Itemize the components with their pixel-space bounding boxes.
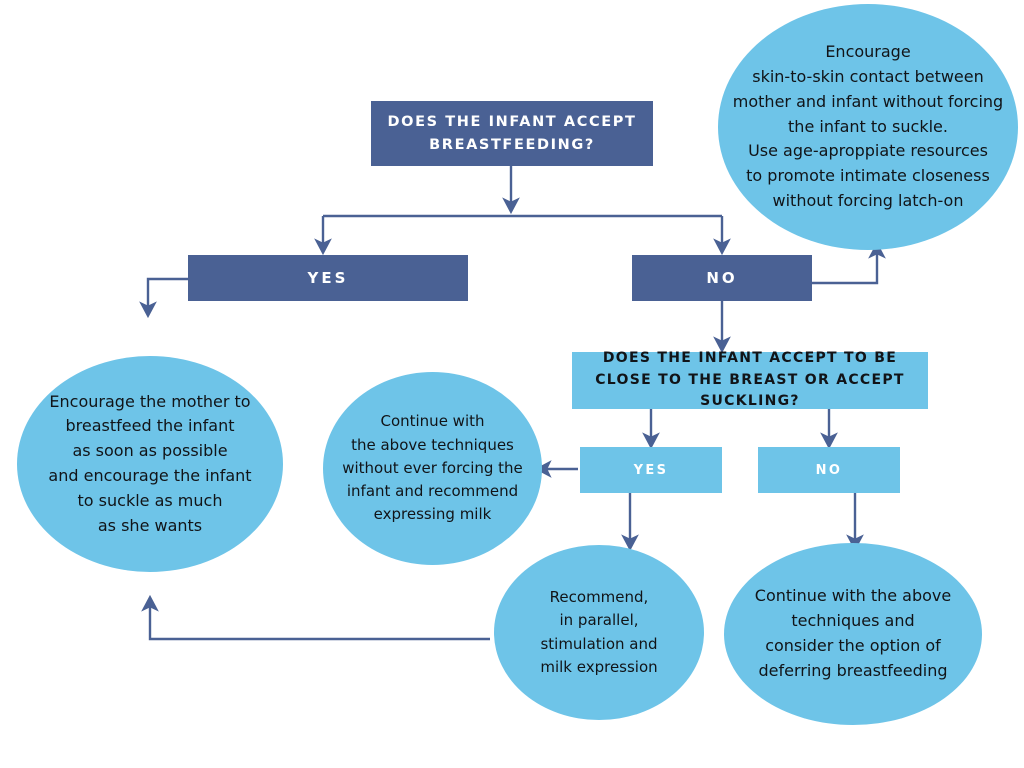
- outcome-skin-to-skin-line-2: skin-to-skin contact between: [752, 67, 984, 86]
- connector-feedback-loop: [141, 594, 490, 641]
- outcome-continue-techniques-line-1: Continue with: [380, 412, 485, 431]
- outcome-encourage-mother-line-5: to suckle as much: [77, 490, 223, 510]
- outcome-encourage-mother-line-3: as soon as possible: [72, 441, 228, 461]
- outcome-continue-techniques-line-4: infant and recommend: [346, 482, 519, 501]
- outcome-skin-to-skin-line-4: the infant to suckle.: [788, 116, 948, 136]
- outcome-defer-breastfeeding-line-2: techniques and: [791, 611, 915, 631]
- outcome-skin-to-skin-line-1: Encourage: [825, 42, 911, 62]
- q1-yes-box[interactable]: YES: [188, 255, 468, 301]
- outcome-encourage-mother-ellipse[interactable]: Encourage the mother to breastfeed the i…: [17, 356, 283, 572]
- outcome-continue-techniques-line-2: the above techniques: [351, 435, 514, 454]
- outcome-skin-to-skin-ellipse[interactable]: Encourage skin-to-skin contact between m…: [718, 4, 1018, 250]
- outcome-skin-to-skin-line-6: to promote intimate closeness: [746, 166, 990, 186]
- outcome-encourage-mother-line-2: breastfeed the infant: [65, 416, 235, 436]
- outcome-continue-techniques-line-3: without ever forcing the: [342, 458, 523, 477]
- question-2-box[interactable]: DOES THE INFANT ACCEPT TO BE CLOSE TO TH…: [572, 350, 928, 409]
- outcome-defer-breastfeeding-line-1: Continue with the above: [754, 586, 952, 606]
- q2-yes-label: YES: [633, 462, 669, 478]
- outcome-recommend-stimulation-ellipse[interactable]: Recommend, in parallel, stimulation and …: [494, 545, 704, 720]
- outcome-skin-to-skin-line-7: without forcing latch-on: [772, 190, 964, 210]
- q1-no-box[interactable]: NO: [632, 255, 812, 301]
- q2-yes-box[interactable]: YES: [580, 447, 722, 493]
- outcome-recommend-stimulation-line-3: stimulation and: [540, 634, 658, 653]
- outcome-continue-techniques-line-5: expressing milk: [373, 505, 492, 524]
- outcome-defer-breastfeeding-ellipse[interactable]: Continue with the above techniques and c…: [724, 543, 982, 725]
- connector-no-to-skin-to-skin: [812, 241, 886, 285]
- question-2-label: DOES THE INFANT ACCEPT TO BE CLOSE TO TH…: [595, 349, 905, 410]
- outcome-defer-breastfeeding-line-4: deferring breastfeeding: [758, 660, 948, 680]
- outcome-recommend-stimulation-line-1: Recommend,: [549, 588, 649, 606]
- question-1-box[interactable]: DOES THE INFANT ACCEPT BREASTFEEDING?: [371, 101, 653, 166]
- outcome-defer-breastfeeding-line-3: consider the option of: [765, 636, 941, 655]
- outcome-skin-to-skin-line-5: Use age-aproppiate resources: [748, 141, 988, 161]
- outcome-encourage-mother-line-1: Encourage the mother to: [49, 391, 251, 411]
- outcome-encourage-mother-line-4: and encourage the infant: [48, 466, 252, 485]
- outcome-skin-to-skin-line-3: mother and infant without forcing: [732, 91, 1004, 111]
- outcome-recommend-stimulation-line-4: milk expression: [540, 657, 658, 676]
- outcome-continue-techniques-ellipse[interactable]: Continue with the above techniques witho…: [323, 372, 542, 565]
- outcome-encourage-mother-line-6: as she wants: [97, 515, 203, 535]
- q2-no-box[interactable]: NO: [758, 447, 900, 493]
- q1-no-label: NO: [706, 269, 738, 287]
- outcome-recommend-stimulation-line-2: in parallel,: [559, 611, 639, 630]
- connector-yes-to-encourage-mother: [139, 277, 188, 319]
- question-1-label: DOES THE INFANT ACCEPT BREASTFEEDING?: [387, 114, 637, 153]
- q2-no-label: NO: [815, 462, 843, 478]
- q1-yes-label: YES: [307, 269, 349, 287]
